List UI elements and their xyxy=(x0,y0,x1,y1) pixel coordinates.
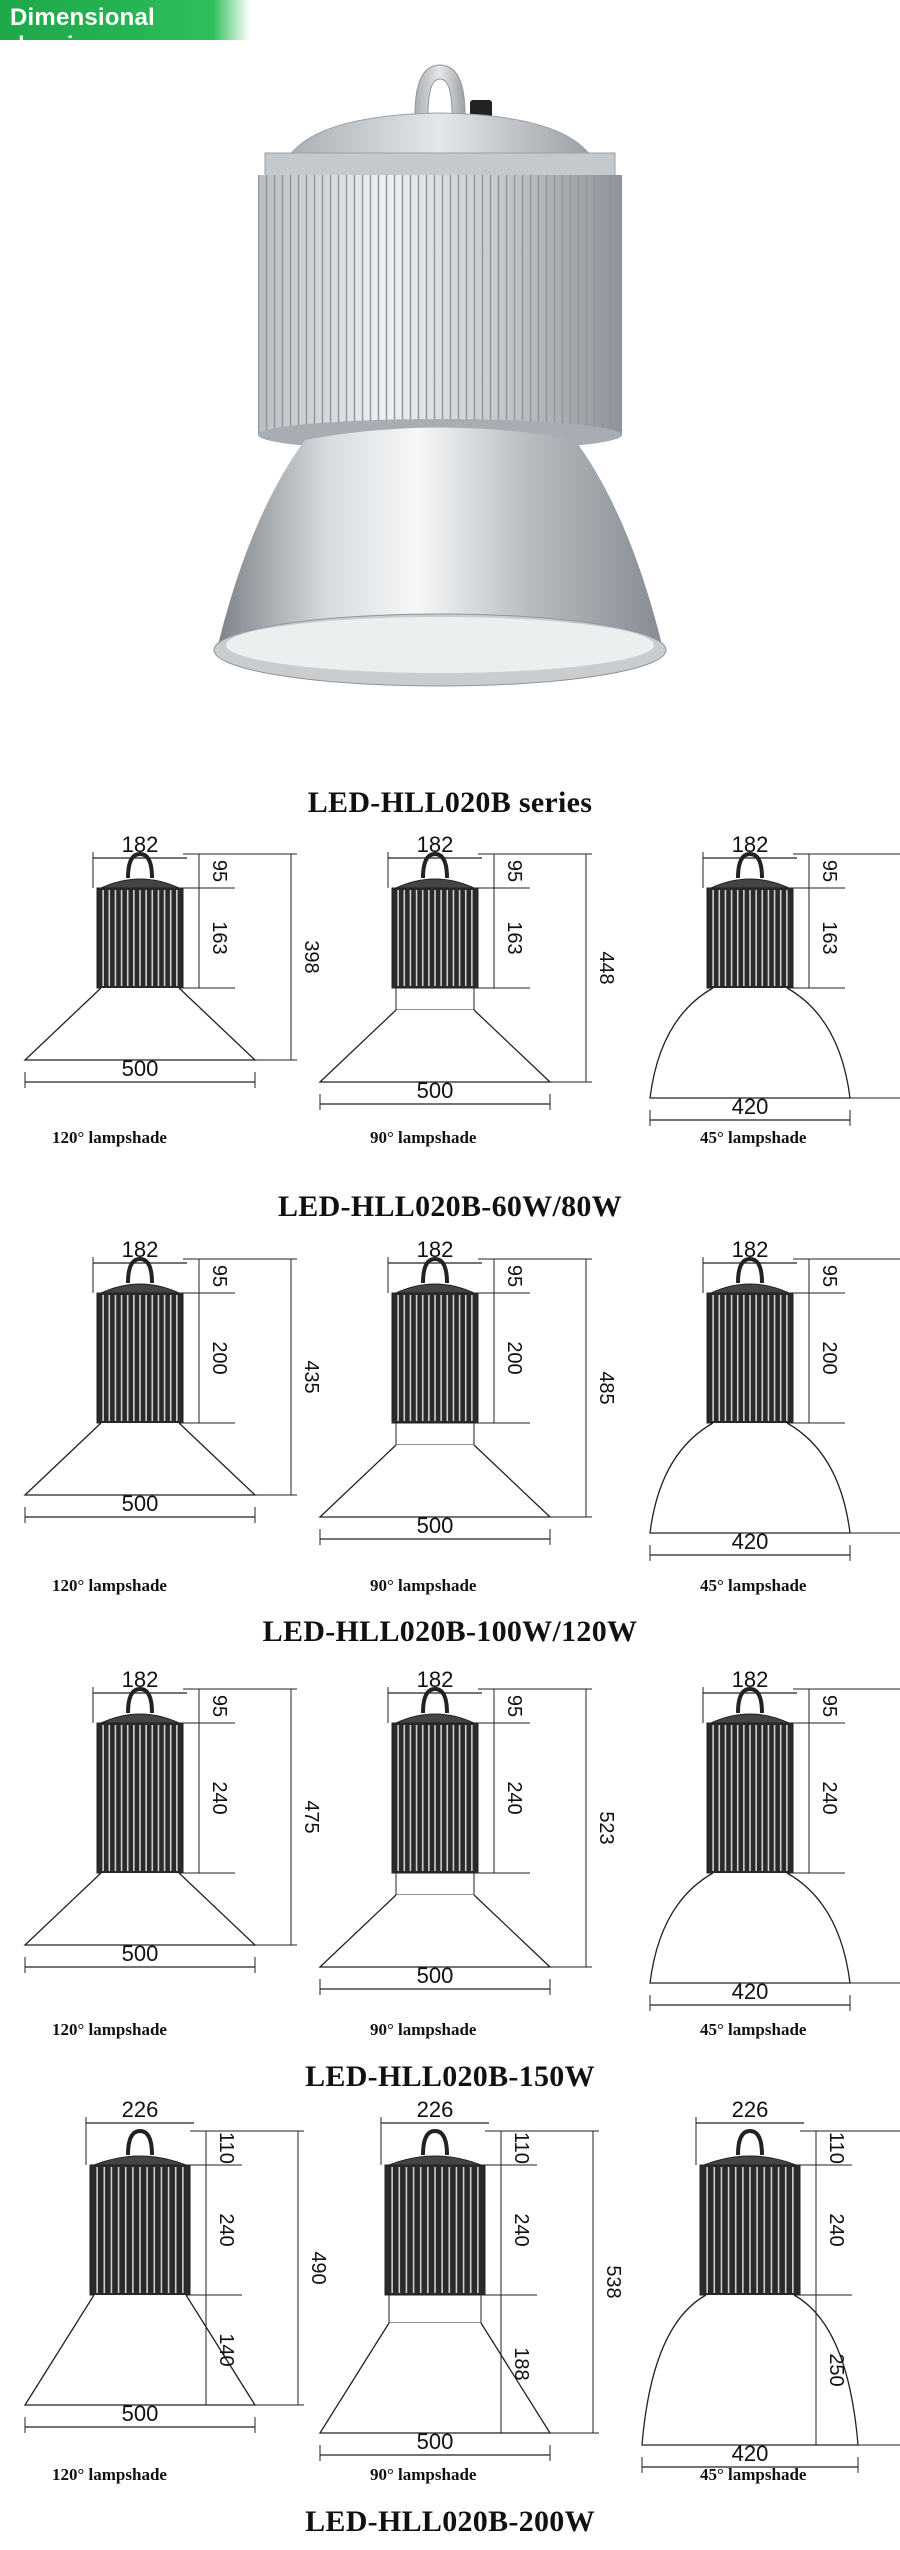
lamp-photo-svg xyxy=(213,64,667,687)
dim-top-label: 110 xyxy=(510,2132,532,2164)
dim-base-label: 420 xyxy=(732,1529,769,1554)
dim-top-label: 110 xyxy=(215,2132,237,2164)
dim-body-label: 240 xyxy=(818,1781,840,1814)
dim-top-label: 95 xyxy=(208,1695,230,1717)
dim-total-label: 538 xyxy=(602,2265,624,2298)
dimension-drawing-svg: 18242095163508 xyxy=(649,832,900,1126)
dim-body-label: 240 xyxy=(503,1781,525,1814)
dimension-drawing-svg: 18242095200545 xyxy=(649,1237,900,1561)
dim-total-label: 490 xyxy=(307,2251,329,2284)
header-bar: Dimensional drawing xyxy=(0,0,250,59)
dim-base-label: 420 xyxy=(732,1979,769,2004)
dim-body-label: 200 xyxy=(208,1341,230,1374)
drawing-120-lampshade: 226 500 110 240 140 490 xyxy=(20,2095,329,2485)
dim-body-label: 163 xyxy=(503,921,525,954)
dim-base-label: 500 xyxy=(417,1963,454,1988)
dim-total-label: 485 xyxy=(595,1371,617,1404)
lampshade-label: 90° lampshade xyxy=(370,1128,477,1147)
dim-base-label: 500 xyxy=(122,1056,159,1081)
lampshade-label: 45° lampshade xyxy=(700,2020,807,2039)
dim-bottom-label: 250 xyxy=(825,2353,847,2386)
dim-base-label: 500 xyxy=(417,1513,454,1538)
header-title: Dimensional drawing xyxy=(10,4,155,59)
dim-body-label: 240 xyxy=(825,2213,847,2246)
lampshade-label: 120° lampshade xyxy=(52,2020,167,2039)
dim-top-label: 95 xyxy=(818,860,840,882)
dim-base-label: 500 xyxy=(417,1078,454,1103)
dim-base-label: 500 xyxy=(122,1941,159,1966)
dim-base-label: 500 xyxy=(122,2401,159,2426)
dimension-drawing-svg: 226420110240250600 xyxy=(641,2097,900,2473)
lampshade-label: 120° lampshade xyxy=(52,2465,167,2484)
dim-top-label: 95 xyxy=(818,1265,840,1287)
dim-body-label: 163 xyxy=(818,921,840,954)
dim-total-label: 435 xyxy=(300,1360,322,1393)
dimension-drawing-svg: 18242095240585 xyxy=(649,1667,900,2011)
dim-bottom-label: 140 xyxy=(215,2333,237,2366)
lampshade-label: 45° lampshade xyxy=(700,1128,807,1147)
drawing-45-lampshade: 18242095200545 xyxy=(620,1235,900,1585)
dim-top-label: 95 xyxy=(818,1695,840,1717)
group-title-200w: LED-HLL020B-200W xyxy=(305,2505,595,2538)
dim-base-label: 500 xyxy=(122,1491,159,1516)
dim-total-label: 523 xyxy=(595,1811,617,1844)
drawing-45-lampshade: 226420110240250600 xyxy=(620,2095,900,2485)
dim-total-label: 475 xyxy=(300,1800,322,1833)
dim-body-label: 240 xyxy=(208,1781,230,1814)
lampshade-label: 120° lampshade xyxy=(52,1128,167,1147)
dim-top-label: 95 xyxy=(503,1265,525,1287)
dim-total-label: 398 xyxy=(300,940,322,973)
dim-top-label: 95 xyxy=(208,860,230,882)
dim-body-label: 200 xyxy=(818,1341,840,1374)
dim-top-label: 95 xyxy=(503,860,525,882)
dim-body-label: 163 xyxy=(208,921,230,954)
dim-body-label: 240 xyxy=(215,2213,237,2246)
dimension-drawing-svg: 226 500 110 240 140 490 xyxy=(23,2097,329,2433)
lampshade-label: 45° lampshade xyxy=(700,2465,807,2484)
lampshade-label: 90° lampshade xyxy=(370,1576,477,1595)
dim-top-label: 95 xyxy=(503,1695,525,1717)
dim-base-label: 420 xyxy=(732,2441,769,2466)
dim-width-label: 226 xyxy=(122,2097,159,2122)
dim-top-label: 110 xyxy=(825,2132,847,2164)
group-title-60w-80w: LED-HLL020B-60W/80W xyxy=(277,1190,623,1223)
dim-width-label: 226 xyxy=(417,2097,454,2122)
drawing-45-lampshade: 18242095163508 xyxy=(620,830,900,1140)
lampshade-label: 45° lampshade xyxy=(700,1576,807,1595)
dim-width-label: 226 xyxy=(732,2097,769,2122)
dimension-drawing-svg: 226 500 110 240 188 538 xyxy=(318,2097,624,2461)
group-title-150w: LED-HLL020B-150W xyxy=(305,2060,595,2093)
lampshade-label: 90° lampshade xyxy=(370,2020,477,2039)
dim-body-label: 240 xyxy=(510,2213,532,2246)
dim-top-label: 95 xyxy=(208,1265,230,1287)
dim-base-label: 420 xyxy=(732,1094,769,1119)
dim-base-label: 500 xyxy=(417,2429,454,2454)
series-title: LED-HLL020B series xyxy=(307,786,593,819)
high-bay-lamp-photo xyxy=(180,45,700,755)
group-title-100w-120w: LED-HLL020B-100W/120W xyxy=(262,1615,638,1648)
drawing-90-lampshade: 226 500 110 240 188 538 xyxy=(315,2095,624,2485)
lampshade-label: 90° lampshade xyxy=(370,2465,477,2484)
dim-bottom-label: 188 xyxy=(510,2347,532,2380)
dim-total-label: 448 xyxy=(595,951,617,984)
drawing-45-lampshade: 18242095240585 xyxy=(620,1665,900,2015)
lampshade-label: 120° lampshade xyxy=(52,1576,167,1595)
dim-body-label: 200 xyxy=(503,1341,525,1374)
